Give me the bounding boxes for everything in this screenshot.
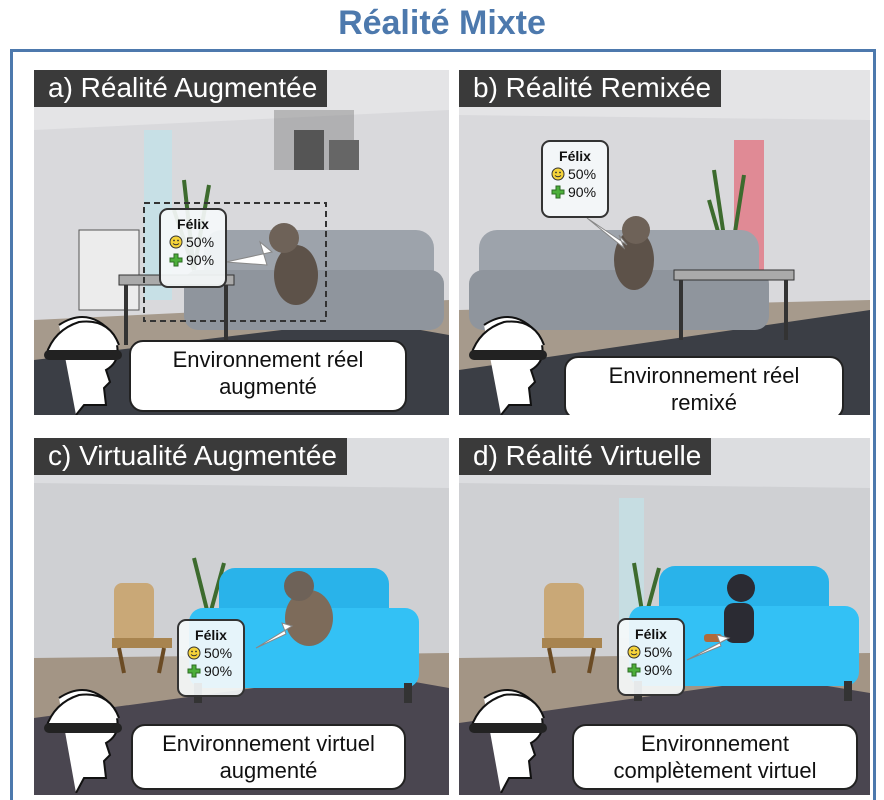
real-room-scene — [34, 70, 449, 415]
smiley-icon — [187, 646, 201, 660]
caption-line-1: Environnement — [641, 731, 789, 756]
panel-c-label: c) Virtualité Augmentée — [34, 438, 347, 475]
figure-title: Réalité Mixte — [338, 4, 546, 42]
headset-head-icon — [469, 316, 547, 415]
pet-name: Félix — [195, 627, 227, 643]
caption-line-1: Environnement virtuel — [162, 731, 375, 756]
green-cross-icon — [551, 185, 565, 199]
health-value: 90% — [568, 184, 597, 200]
panel-d-label: d) Réalité Virtuelle — [459, 438, 712, 475]
headset-head-icon — [469, 689, 547, 793]
pet-status-card: Félix 50% 90% — [159, 208, 227, 288]
smiley-icon — [169, 235, 183, 249]
mood-value: 50% — [204, 645, 233, 661]
mood-value: 50% — [186, 234, 215, 250]
caption-line-2: augmenté — [219, 758, 318, 783]
pet-name: Félix — [635, 626, 667, 642]
green-cross-icon — [627, 663, 641, 677]
smiley-icon — [551, 167, 565, 181]
caption-line-2: augmenté — [219, 374, 317, 399]
mood-value: 50% — [644, 644, 673, 660]
green-cross-icon — [169, 253, 183, 267]
panel-a-caption: Environnement réel augmenté — [129, 340, 407, 412]
pet-status-card: Félix 50% 90% — [617, 618, 685, 696]
health-value: 90% — [204, 663, 233, 679]
panel-remixed-reality: b) Réalité Remixée Félix 50% 90% Environ… — [459, 70, 870, 415]
panel-c-caption: Environnement virtuel augmenté — [131, 724, 406, 790]
panel-a-label: a) Réalité Augmentée — [34, 70, 328, 107]
health-value: 90% — [644, 662, 673, 678]
pet-status-card: Félix 50% 90% — [177, 619, 245, 697]
caption-line-1: Environnement réel — [608, 363, 800, 388]
smiley-icon — [627, 645, 641, 659]
headset-head-icon — [44, 316, 122, 415]
caption-line-2: remixé — [670, 390, 737, 415]
panel-virtual-reality: d) Réalité Virtuelle Félix 50% 90% Envir… — [459, 438, 870, 795]
panel-augmented-virtuality: c) Virtualité Augmentée Félix 50% 90% En… — [34, 438, 449, 795]
health-value: 90% — [186, 252, 215, 268]
mood-value: 50% — [568, 166, 597, 182]
green-cross-icon — [187, 664, 201, 678]
pet-status-card: Félix 50% 90% — [541, 140, 609, 218]
figure-frame — [10, 49, 876, 800]
panel-d-caption: Environnement complètement virtuel — [572, 724, 858, 790]
pet-name: Félix — [559, 148, 591, 164]
pet-name: Félix — [177, 216, 209, 232]
caption-line-1: Environnement réel — [172, 347, 364, 372]
panel-augmented-reality: a) Réalité Augmentée Félix 50% 90% Envir… — [34, 70, 449, 415]
panel-b-label: b) Réalité Remixée — [459, 70, 722, 107]
caption-line-2: complètement virtuel — [613, 758, 817, 783]
headset-head-icon — [44, 689, 122, 793]
panel-b-caption: Environnement réel remixé — [564, 356, 844, 415]
